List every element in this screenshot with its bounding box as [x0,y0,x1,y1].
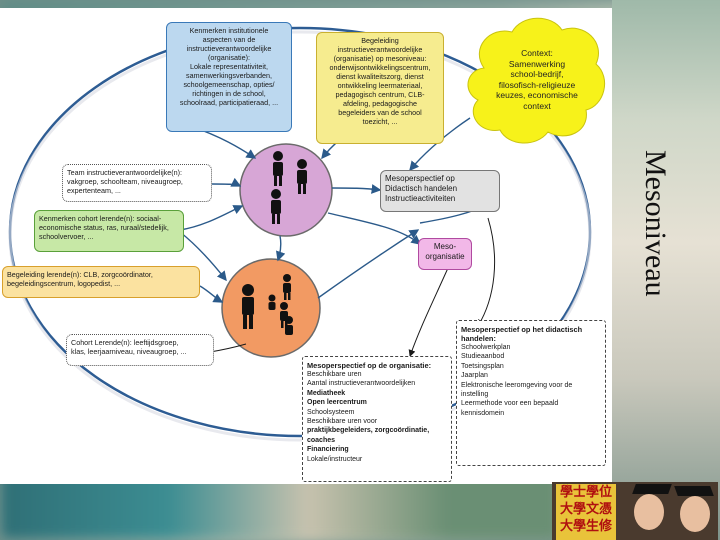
list-item: Studieaanbod [461,353,505,361]
list-item: kennisdomein [461,409,505,417]
box-team: Team instructieverantwoordelijke(n): vak… [62,164,212,202]
box-cohort-lerende: Cohort Lerende(n): leeftijdsgroep, klas,… [66,334,214,366]
graduate-face [634,494,664,530]
background-book-cover [612,0,720,540]
photo-sign: 學士學位 大學文憑 大學生修 [556,484,616,540]
box-kenmerken-cohort: Kenmerken cohort lerende(n): sociaal- ec… [34,210,184,252]
list-item: Beschikbare uren voor [307,418,378,426]
list-item: Aantal instructieverantwoordelijken [307,380,416,388]
list-item: Jaarplan [461,372,488,380]
panel-didactisch-heading: Mesoperspectief op het didactisch handel… [461,325,583,343]
people-group-icon [271,151,307,224]
teacher-circle [239,143,333,237]
list-item: Open leercentrum [307,399,367,407]
list-item: coaches [307,436,336,444]
list-item: Financiering [307,446,349,454]
list-item: instelling [461,391,489,399]
people-group-icon [242,274,293,335]
box-mesoperspectief-didactisch: Mesoperspectief op Didactisch handelen I… [380,170,500,212]
list-item: Mediatheek [307,389,346,397]
list-item: Toetsingsplan [461,362,504,370]
slide-title: Mesoniveau [639,150,672,297]
box-begeleiding-lerende: Begeleiding lerende(n): CLB, zorgcoördin… [2,266,200,298]
list-item: Elektronische leeromgeving voor de [461,381,573,389]
graduate-face [680,496,710,532]
panel-organisatie-heading: Mesoperspectief op de organisatie: [307,361,432,370]
list-item: Beschikbare uren [307,371,362,378]
box-kenmerken-instelling: Kenmerken institutionele aspecten van de… [166,22,292,132]
diagram-connectors [8,17,606,442]
box-begeleiding-instructie: Begeleiding instructieverantwoordelijke … [316,32,444,144]
list-item: Schoolsysteem [307,408,355,416]
list-item: Schoolwerkplan [461,344,511,351]
graduation-photo: 學士學位 大學文憑 大學生修 [552,482,718,540]
list-item: praktijkbegeleiders, zorgcoördinatie, [307,427,430,435]
mortarboard-icon [674,486,714,496]
slide-canvas: Kenmerken institutionele aspecten van de… [0,8,612,484]
panel-didactisch: Mesoperspectief op het didactisch handel… [456,320,606,466]
list-item: Leermethode voor een bepaald [461,400,559,408]
list-item: Lokale/instructeur [307,455,363,463]
mortarboard-icon [632,484,672,494]
box-meso-organisatie: Meso- organisatie [418,238,472,270]
context-cloud-text: Context: Samenwerking school-bedrijf, fi… [496,48,578,111]
panel-organisatie-list: Beschikbare uren Aantal instructieverant… [307,370,447,464]
panel-organisatie: Mesoperspectief op de organisatie: Besch… [302,356,452,482]
context-cloud [467,17,606,144]
panel-didactisch-list: Schoolwerkplan Studieaanbod Toetsingspla… [461,343,601,418]
outer-ellipse-shadow [8,30,592,442]
